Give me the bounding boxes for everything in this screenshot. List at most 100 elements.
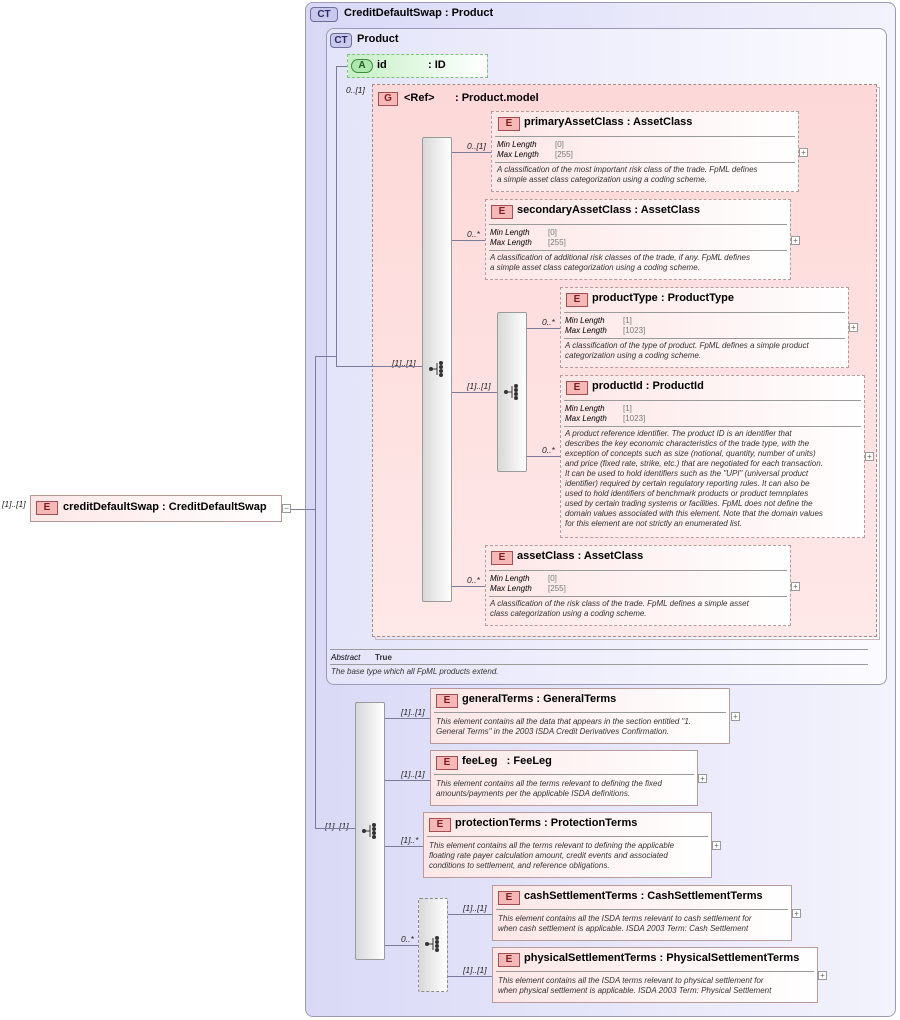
physical-settlement-terms-element[interactable] xyxy=(492,947,818,1003)
attribute-badge: A xyxy=(351,59,373,73)
expand-icon[interactable]: + xyxy=(792,909,801,918)
product-type-element[interactable] xyxy=(560,287,849,368)
expand-icon[interactable]: + xyxy=(865,452,874,461)
separator xyxy=(564,338,845,339)
max-length-value: [255] xyxy=(548,584,566,593)
primary-asset-class-cardinality: 0..[1] xyxy=(467,141,486,151)
asset-class-name: assetClass : AssetClass xyxy=(517,550,644,562)
separator xyxy=(495,136,795,137)
product-badge: CT xyxy=(330,33,352,48)
fee-leg-element[interactable] xyxy=(430,750,698,806)
group-ref: <Ref> xyxy=(404,92,435,104)
connector xyxy=(452,392,497,393)
element-badge: E xyxy=(498,117,520,131)
element-badge: E xyxy=(566,293,588,307)
product-id-doc: A product reference identifier. The prod… xyxy=(565,429,823,528)
min-length-label: Min Length xyxy=(490,574,530,583)
choice-icon xyxy=(425,936,439,952)
product-id-cardinality: 0..* xyxy=(542,445,555,455)
connector xyxy=(527,328,560,329)
protection-terms-name: protectionTerms : ProtectionTerms xyxy=(455,817,638,829)
cash-settlement-cardinality: [1]..[1] xyxy=(463,903,487,913)
product-description: The base type which all FpML products ex… xyxy=(331,667,499,676)
general-terms-element[interactable] xyxy=(430,688,730,744)
min-length-value: [1] xyxy=(623,404,632,413)
expand-icon[interactable]: + xyxy=(799,148,808,157)
connector xyxy=(385,945,418,946)
connector xyxy=(336,66,337,366)
separator xyxy=(489,250,787,251)
element-badge: E xyxy=(491,205,513,219)
primary-asset-class-element[interactable] xyxy=(491,111,799,192)
max-length-value: [255] xyxy=(548,238,566,247)
complex-type-badge: CT xyxy=(310,7,338,22)
max-length-value: [255] xyxy=(555,150,573,159)
sequence-icon xyxy=(429,361,443,377)
sequence-icon xyxy=(362,823,376,839)
expand-icon[interactable]: + xyxy=(698,774,707,783)
group-badge: G xyxy=(378,92,398,106)
asset-class-doc: A classification of the risk class of th… xyxy=(490,599,749,618)
separator xyxy=(489,596,787,597)
expand-icon[interactable]: + xyxy=(818,971,827,980)
expand-icon[interactable]: + xyxy=(712,841,721,850)
element-badge: E xyxy=(429,818,451,832)
connector xyxy=(315,356,316,828)
id-attribute-name: id xyxy=(377,59,387,71)
separator xyxy=(434,774,694,775)
fee-leg-doc: This element contains all the terms rele… xyxy=(436,779,662,798)
general-terms-name: generalTerms : GeneralTerms xyxy=(462,693,617,705)
connector xyxy=(385,780,430,781)
fee-leg-name: feeLeg : FeeLeg xyxy=(462,755,552,767)
product-id-element[interactable] xyxy=(560,375,865,538)
primary-asset-class-name: primaryAssetClass : AssetClass xyxy=(524,116,693,128)
asset-class-element[interactable] xyxy=(485,545,791,626)
max-length-label: Max Length xyxy=(490,238,532,247)
complex-type-title: CreditDefaultSwap : Product xyxy=(344,7,494,19)
choice-cardinality: [1]..[1] xyxy=(467,381,491,391)
min-length-label: Min Length xyxy=(490,228,530,237)
general-terms-doc: This element contains all the data that … xyxy=(436,717,691,736)
separator xyxy=(489,570,787,571)
expand-icon[interactable]: + xyxy=(849,323,858,332)
product-type-cardinality: 0..* xyxy=(542,317,555,327)
max-length-label: Max Length xyxy=(490,584,532,593)
connector xyxy=(315,828,355,829)
collapse-icon[interactable]: − xyxy=(282,504,291,513)
connector xyxy=(527,456,560,457)
min-length-value: [1] xyxy=(623,316,632,325)
expand-icon[interactable]: + xyxy=(791,236,800,245)
protection-terms-element[interactable] xyxy=(423,812,712,878)
connector xyxy=(336,66,347,67)
element-badge: E xyxy=(491,551,513,565)
max-length-label: Max Length xyxy=(497,150,539,159)
product-type-name: productType : ProductType xyxy=(592,292,734,304)
separator xyxy=(564,400,861,401)
separator xyxy=(427,836,708,837)
root-element-name: creditDefaultSwap : CreditDefaultSwap xyxy=(63,501,267,513)
connector xyxy=(315,356,337,357)
abstract-value: True xyxy=(375,653,392,662)
secondary-asset-class-element[interactable] xyxy=(485,199,791,280)
expand-icon[interactable]: + xyxy=(731,712,740,721)
separator xyxy=(496,909,788,910)
min-length-label: Min Length xyxy=(565,316,605,325)
physical-settlement-cardinality: [1]..[1] xyxy=(463,965,487,975)
connector xyxy=(385,846,423,847)
credit-default-swap-element[interactable] xyxy=(30,495,282,522)
protection-terms-doc: This element contains all the terms rele… xyxy=(429,841,675,870)
id-attribute-type: : ID xyxy=(428,59,446,71)
product-title: Product xyxy=(357,33,399,45)
connector xyxy=(336,366,422,367)
connector xyxy=(452,152,491,153)
connector xyxy=(291,509,315,510)
group-cardinality: 0..[1] xyxy=(346,85,365,95)
choice-icon xyxy=(504,384,518,400)
asset-class-cardinality: 0..* xyxy=(467,575,480,585)
connector xyxy=(448,914,492,915)
cash-settlement-terms-element[interactable] xyxy=(492,885,792,941)
element-badge: E xyxy=(498,891,520,905)
expand-icon[interactable]: + xyxy=(791,582,800,591)
element-badge: E xyxy=(436,756,458,770)
connector xyxy=(385,718,430,719)
